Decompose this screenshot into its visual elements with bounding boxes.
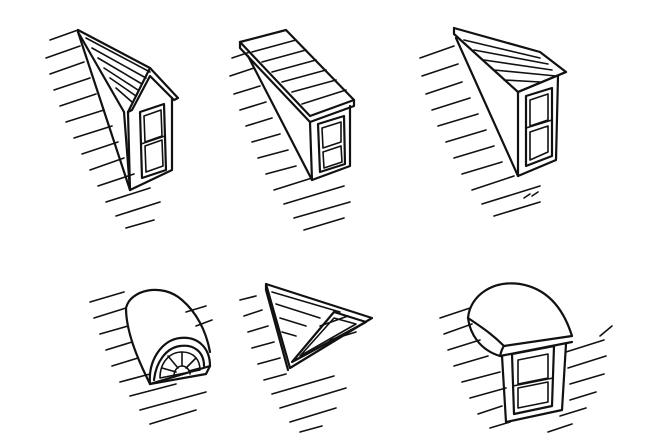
window-icon <box>510 344 556 416</box>
triangle-window-icon <box>290 310 368 364</box>
roof-shingle-lines <box>239 295 357 433</box>
gable-dormer-illustration <box>45 28 180 229</box>
triangular-dormer-illustration <box>239 282 374 433</box>
shed-roof-shingles <box>251 39 347 105</box>
dormer-side-wall <box>76 30 132 192</box>
dormer-roof-shingles <box>85 37 151 103</box>
roof-shingle-lines <box>419 45 541 217</box>
roof-shingle-lines <box>229 51 351 231</box>
hip-dormer-illustration <box>419 26 568 217</box>
hip-roof <box>452 26 568 94</box>
fan-arch-front <box>148 336 212 386</box>
eyebrow-fan-dormer-illustration <box>89 288 213 425</box>
roof-shingle-lines <box>45 29 161 229</box>
dormer-side-wall <box>454 36 520 178</box>
barrel-dormer-illustration <box>439 282 613 433</box>
window-icon <box>138 102 168 180</box>
gable-front <box>126 66 180 114</box>
dormer-roof-ridge <box>76 28 152 114</box>
barrel-roof <box>466 282 574 348</box>
triangular-roof-shingles <box>271 291 341 337</box>
fan-window-icon <box>159 351 201 379</box>
triangular-roof <box>264 282 374 370</box>
hip-roof-shingles <box>463 39 557 83</box>
shed-dormer-illustration <box>229 28 356 231</box>
eyebrow-hood <box>124 288 212 354</box>
window-icon <box>316 114 347 174</box>
window-icon <box>524 86 554 168</box>
roof-shingle-lines <box>439 307 613 433</box>
dormer-side-wall <box>246 54 314 182</box>
